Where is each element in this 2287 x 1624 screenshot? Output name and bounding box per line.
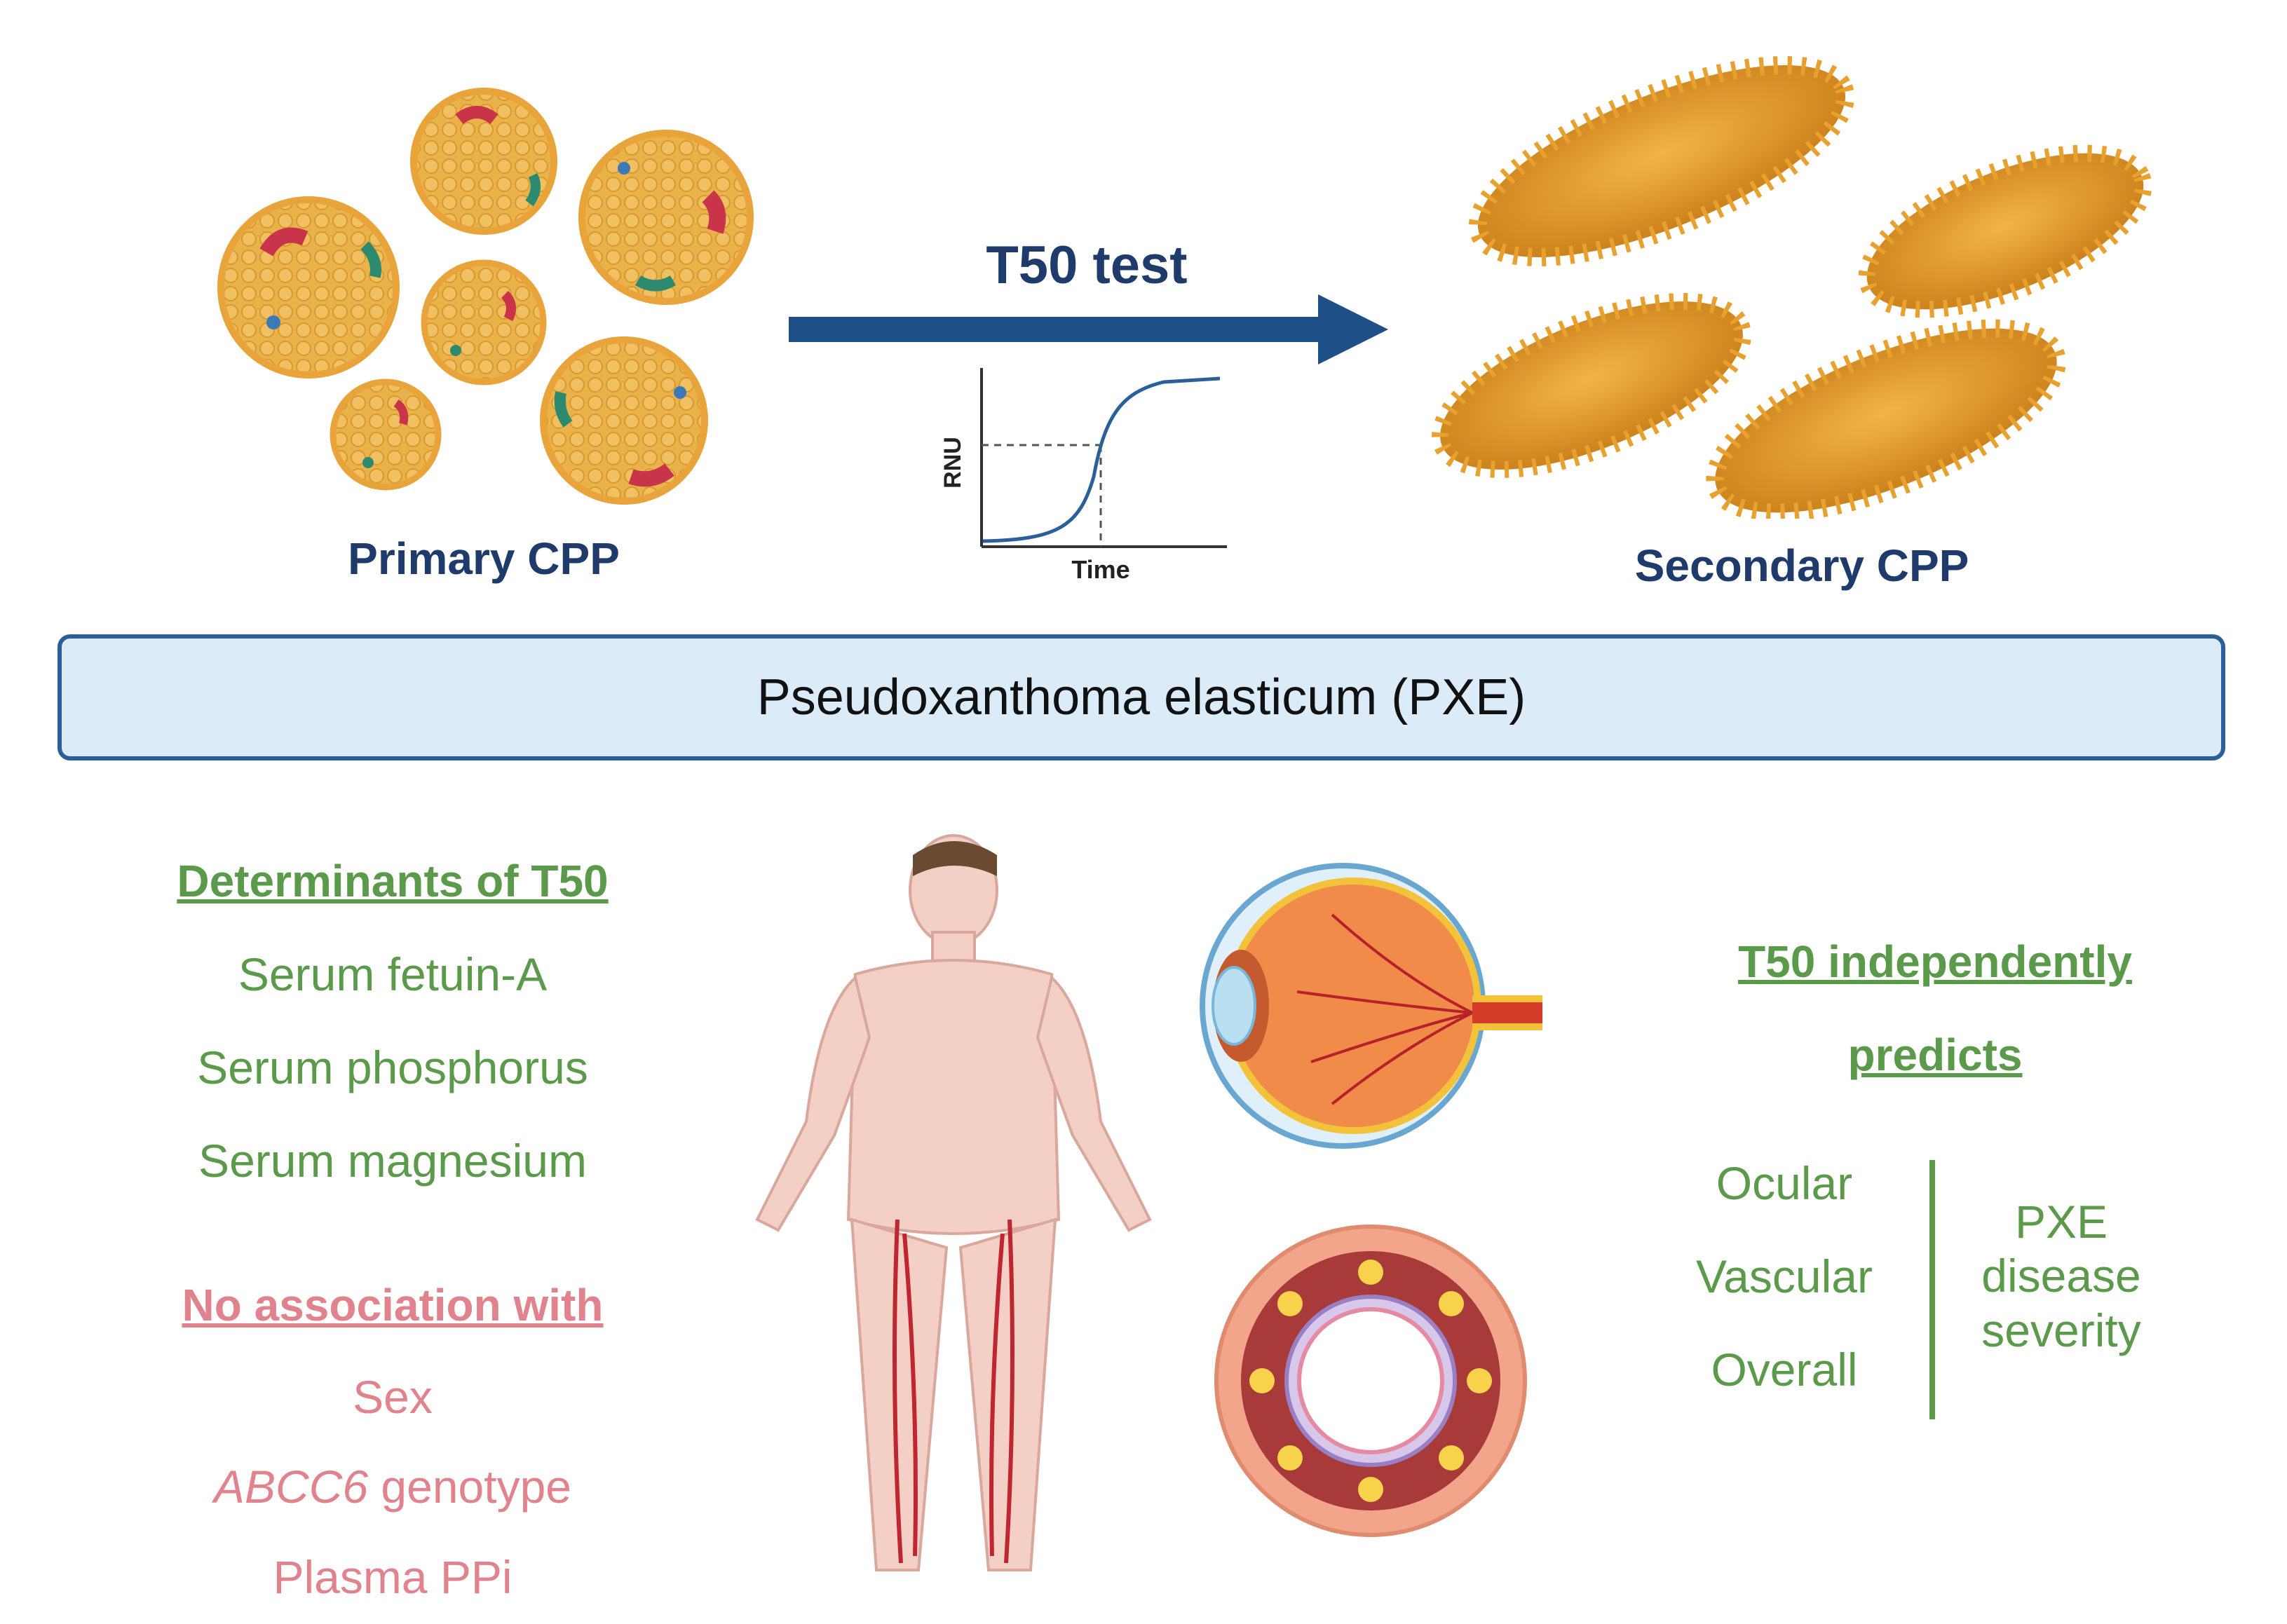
primary-particle	[421, 259, 547, 385]
predicts-heading-line1: T50 independently	[1738, 936, 2132, 987]
right-leg	[958, 1217, 1057, 1571]
pxe-severity-line: disease	[1981, 1250, 2141, 1302]
retinal-vessels	[1296, 913, 1473, 1105]
primary-cpp-illustration	[217, 88, 754, 505]
mini-chart-ylabel: RNU	[939, 437, 966, 489]
no-association-heading: No association with	[182, 1280, 604, 1330]
primary-particle	[330, 378, 442, 491]
human-body-illustration	[755, 834, 1152, 1571]
primary-particle	[540, 336, 708, 505]
pxe-severity-line: severity	[1981, 1304, 2141, 1356]
no-association-item: Plasma PPi	[273, 1551, 513, 1603]
secondary-cpp-label: Secondary CPP	[1634, 540, 1969, 591]
secondary-cpp-illustration	[1432, 56, 2152, 519]
gene-name: ABCC6	[214, 1461, 369, 1513]
pxe-banner-text: Pseudoxanthoma elasticum (PXE)	[756, 669, 1526, 725]
t50-arrow	[789, 294, 1388, 364]
predicts-divider	[1929, 1160, 1935, 1419]
no-association-item: Sex	[353, 1371, 433, 1423]
predicts-heading-line2: predicts	[1847, 1030, 2023, 1080]
torso	[846, 959, 1061, 1235]
no-association-item: ABCC6 genotype	[126, 1460, 659, 1513]
determinant-item: Serum fetuin-A	[238, 948, 548, 1000]
mini-chart-xlabel: Time	[1071, 555, 1129, 584]
left-arm	[755, 975, 871, 1232]
secondary-crystal	[1432, 293, 1751, 478]
determinant-item: Serum magnesium	[198, 1135, 587, 1187]
mini-chart-sigmoid-curve	[982, 376, 1221, 543]
primary-particle	[217, 196, 400, 378]
gene-suffix: genotype	[368, 1461, 571, 1513]
predicts-item: Vascular	[1696, 1250, 1873, 1302]
pxe-severity-line: PXE	[2014, 1196, 2108, 1248]
determinant-item: Serum phosphorus	[197, 1042, 588, 1093]
calcification-deposits	[1249, 1260, 1492, 1502]
predicts-item: Ocular	[1716, 1157, 1853, 1209]
right-arm	[1036, 975, 1152, 1232]
pxe-banner: Pseudoxanthoma elasticum (PXE)	[57, 634, 2225, 760]
leg-arteries	[893, 1219, 1014, 1564]
primary-particle	[578, 130, 754, 305]
primary-cpp-label: Primary CPP	[348, 533, 620, 584]
t50-mini-chart: RNU Time	[939, 368, 1227, 584]
eye-illustration	[1200, 863, 1542, 1149]
secondary-crystal	[1706, 319, 2066, 519]
left-leg	[850, 1217, 949, 1571]
t50-test-label: T50 test	[986, 236, 1188, 295]
artery-cross-section-illustration	[1214, 1224, 1527, 1537]
primary-particle	[410, 88, 557, 235]
predicts-item: Overall	[1711, 1344, 1858, 1396]
secondary-crystal	[1858, 144, 2152, 318]
determinants-heading: Determinants of T50	[177, 856, 609, 906]
secondary-crystal	[1468, 56, 1855, 266]
hair	[913, 841, 997, 876]
